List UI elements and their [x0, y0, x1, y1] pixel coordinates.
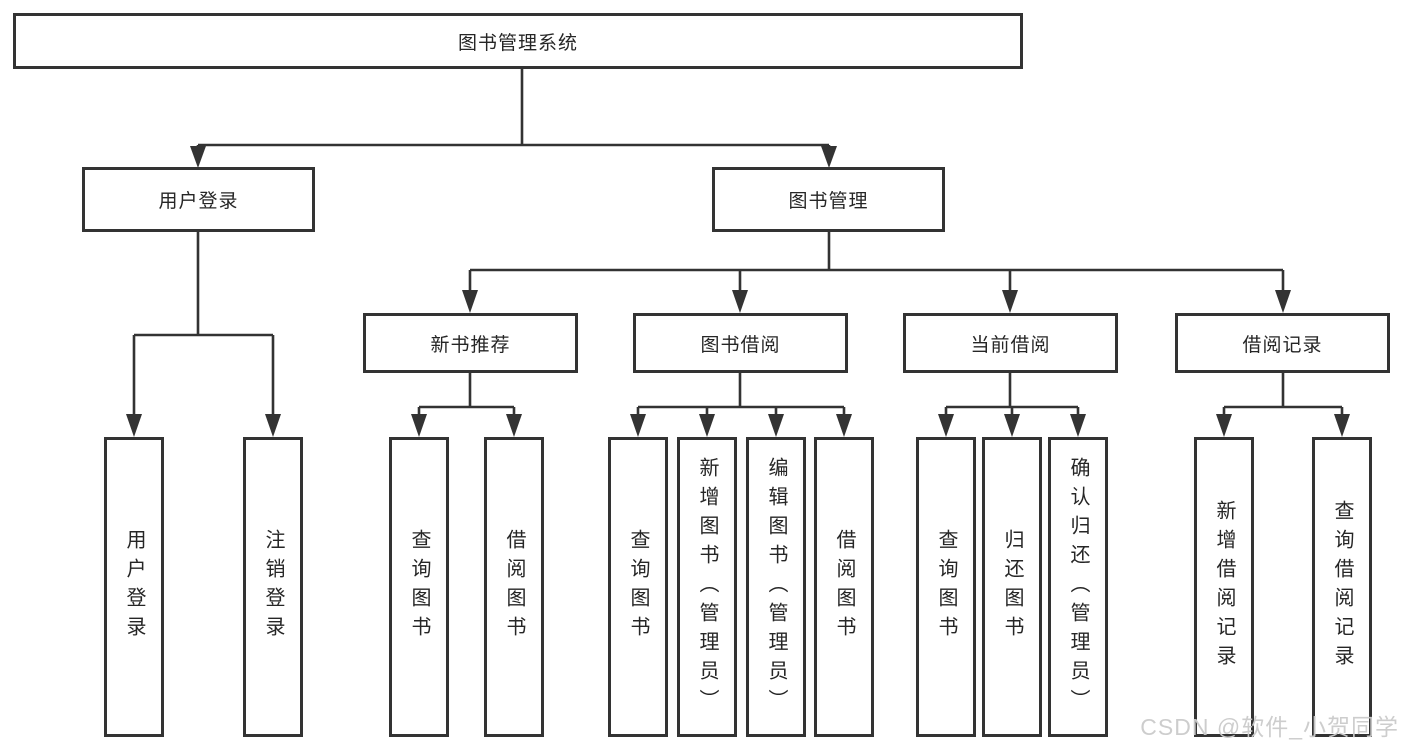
node-label: 借阅图书 [503, 529, 525, 645]
leaf-query-borrow-record: 查询借阅记录 [1312, 437, 1372, 737]
node-label: 查询图书 [935, 529, 957, 645]
arrowheads [126, 146, 1350, 437]
leaf-return-books: 归还图书 [982, 437, 1042, 737]
node-label: 编辑图书（管理员） [765, 456, 787, 718]
node-label: 图书借阅 [700, 334, 781, 356]
node-label: 查询借阅记录 [1331, 500, 1353, 674]
node-book-borrow: 图书借阅 [633, 313, 848, 373]
node-label: 确认归还（管理员） [1067, 456, 1089, 718]
node-label: 图书管理 [788, 191, 869, 212]
node-label: 用户登录 [123, 529, 145, 645]
node-label: 当前借阅 [970, 334, 1051, 356]
node-new-book-recommend: 新书推荐 [363, 313, 578, 373]
leaf-query-books-recommend: 查询图书 [389, 437, 449, 737]
node-label: 用户登录 [158, 191, 239, 212]
node-label: 新书推荐 [430, 334, 511, 356]
leaf-borrow-books-recommend: 借阅图书 [484, 437, 544, 737]
leaf-query-books-borrow: 查询图书 [608, 437, 668, 737]
leaf-add-borrow-record: 新增借阅记录 [1194, 437, 1254, 737]
node-label: 查询图书 [408, 529, 430, 645]
node-label: 注销登录 [262, 529, 284, 645]
node-borrow-records: 借阅记录 [1175, 313, 1390, 373]
leaf-borrow-books: 借阅图书 [814, 437, 874, 737]
node-label: 借阅记录 [1242, 334, 1323, 356]
node-label: 查询图书 [627, 529, 649, 645]
leaf-confirm-return-admin: 确认归还（管理员） [1048, 437, 1108, 737]
connector-paths [132, 68, 1344, 416]
csdn-watermark: CSDN @软件_小贺同学 [1140, 714, 1399, 740]
leaf-user-login: 用户登录 [104, 437, 164, 737]
node-label: 图书管理系统 [457, 32, 578, 54]
node-user-login: 用户登录 [82, 167, 315, 232]
node-library-management-system: 图书管理系统 [13, 13, 1023, 69]
leaf-query-books-current: 查询图书 [916, 437, 976, 737]
node-current-borrow: 当前借阅 [903, 313, 1118, 373]
leaf-add-book-admin: 新增图书（管理员） [677, 437, 737, 737]
node-label: 新增图书（管理员） [696, 456, 718, 718]
node-label: 借阅图书 [833, 529, 855, 645]
leaf-logout: 注销登录 [243, 437, 303, 737]
node-book-management: 图书管理 [712, 167, 945, 232]
node-label: 归还图书 [1001, 529, 1023, 645]
leaf-edit-book-admin: 编辑图书（管理员） [746, 437, 806, 737]
node-label: 新增借阅记录 [1213, 500, 1235, 674]
